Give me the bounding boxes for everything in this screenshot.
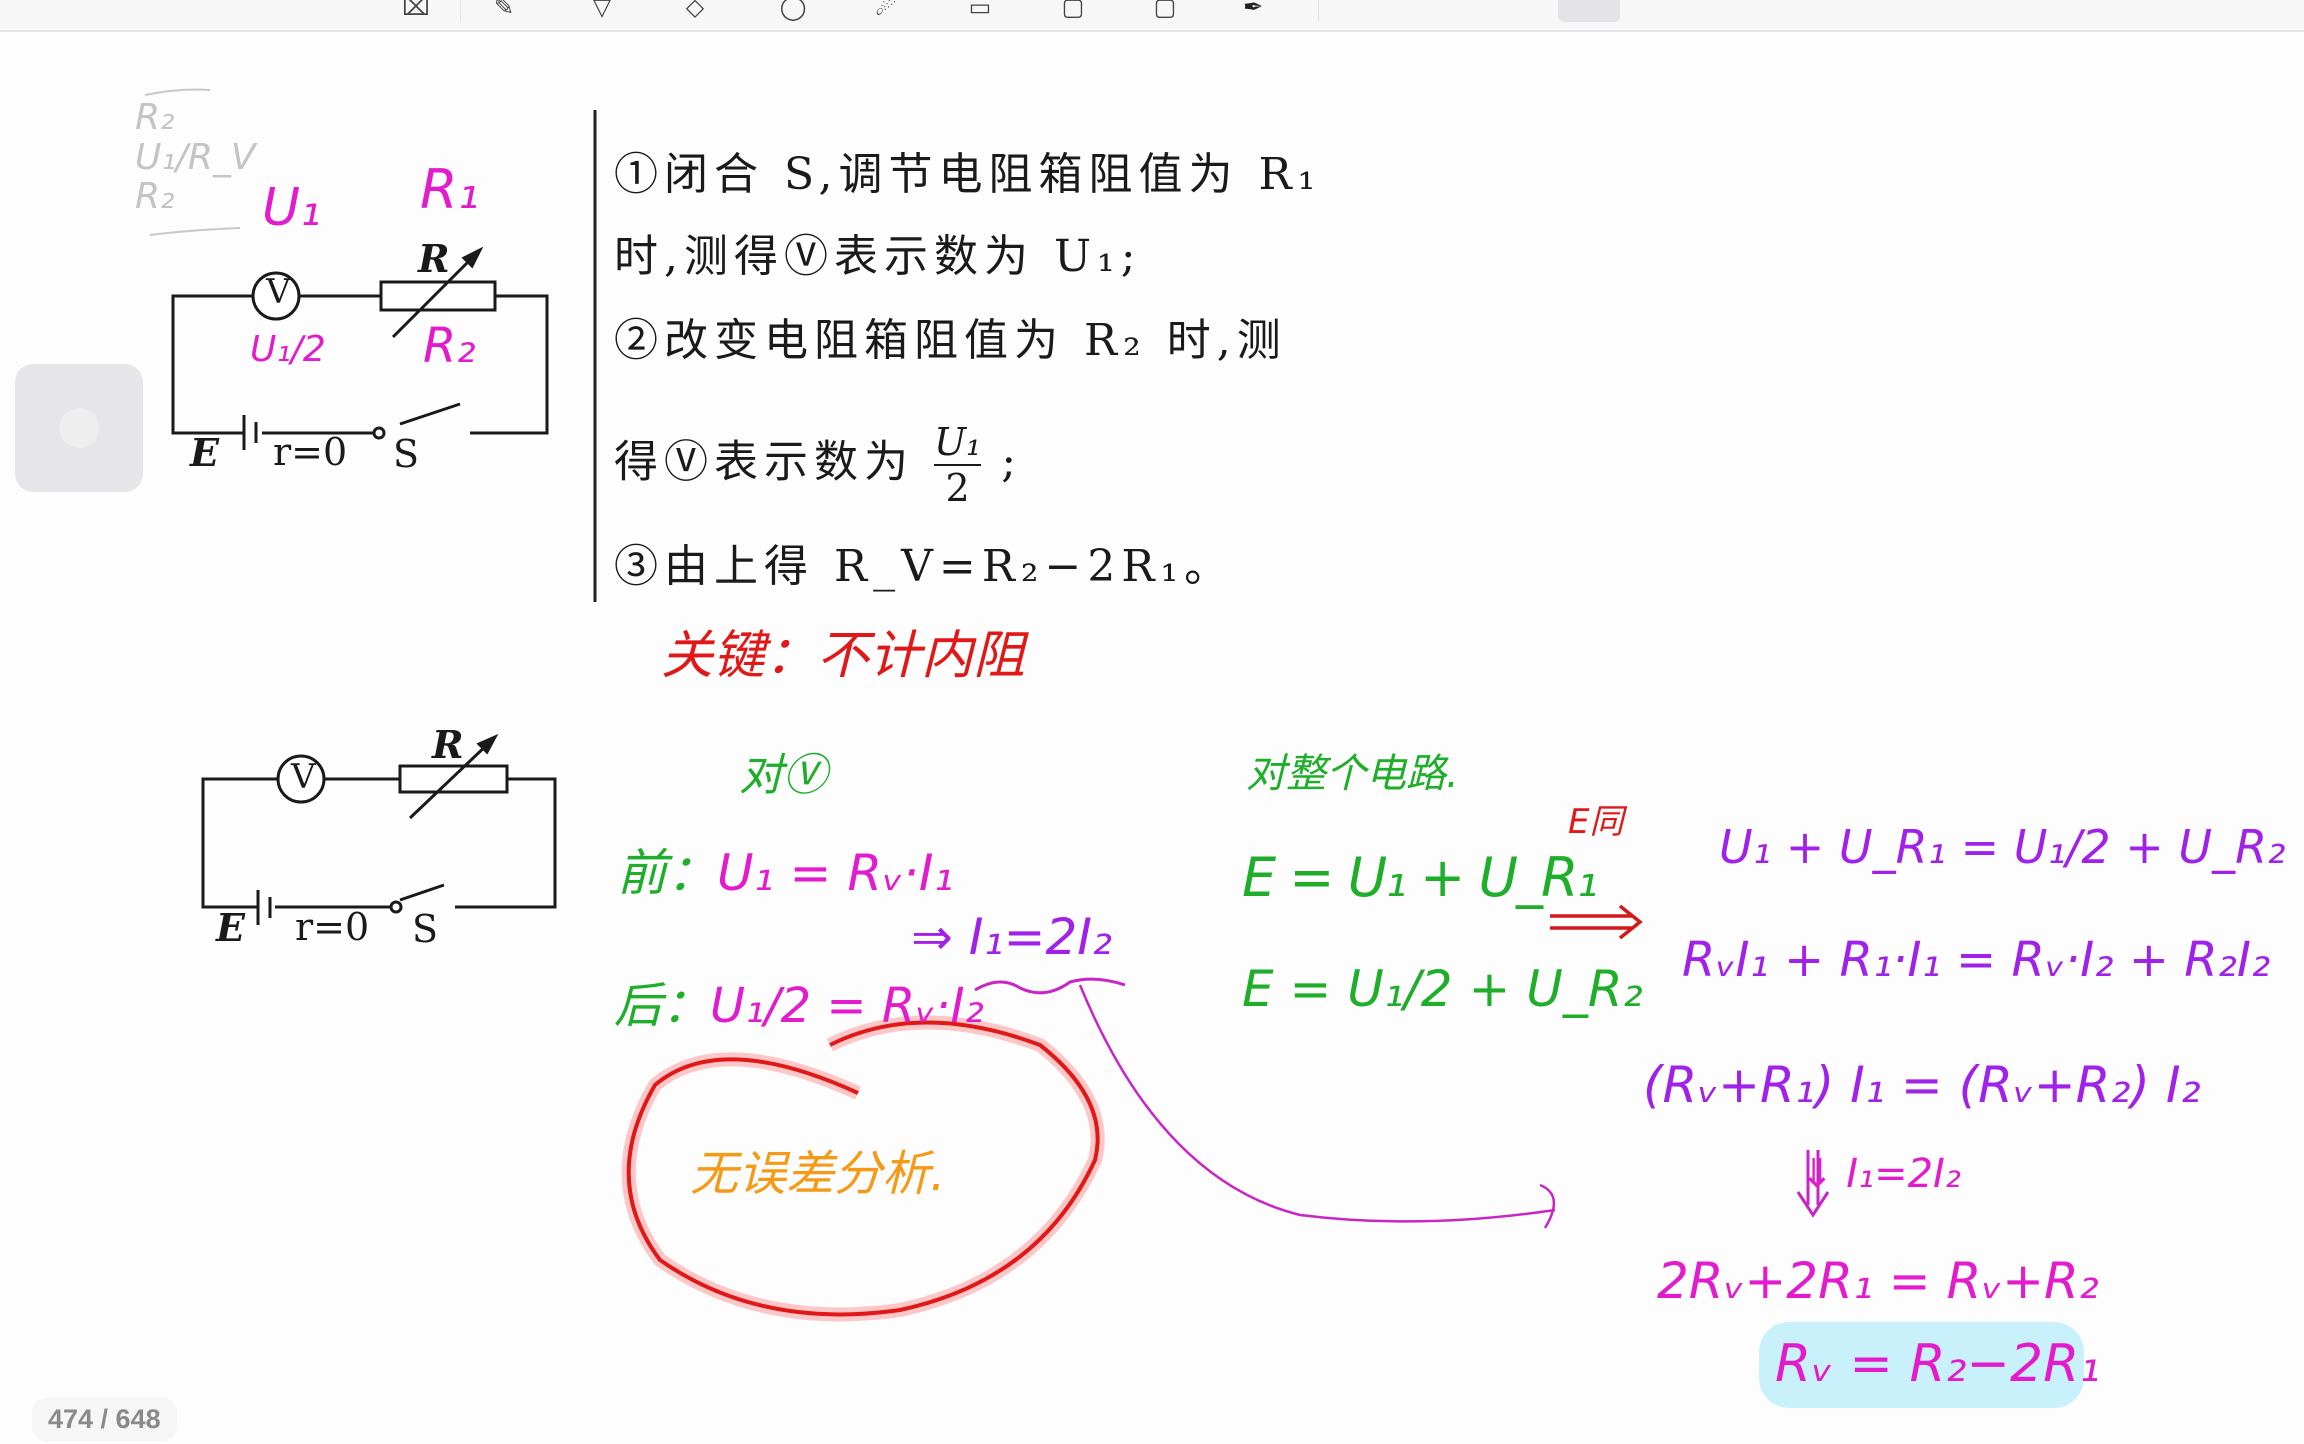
eraser-icon[interactable]: ◇ (685, 0, 705, 21)
derivation-3: (Rᵥ+R₁) I₁ = (Rᵥ+R₂) I₂ (1643, 1056, 2201, 1114)
curved-arrow (1078, 984, 1556, 1229)
circuit-2-diagram (201, 733, 557, 925)
lasso-icon[interactable]: ⌧ (402, 0, 430, 21)
shapes-icon[interactable]: ◯ (779, 0, 807, 21)
semicolon: ; (1001, 436, 1023, 488)
red-loop-annotation (621, 1015, 1105, 1322)
after-eq: U₁/2 = Rᵥ·I₂ (710, 978, 984, 1034)
annotation-r1: R₁ (420, 158, 480, 221)
fraction: U₁ 2 (934, 420, 982, 510)
annotation-r2: R₂ (423, 318, 476, 374)
toolbar-divider (460, 0, 461, 22)
derivation-1: U₁ + U_R₁ = U₁/2 + U_R₂ (1719, 820, 2286, 874)
fraction-numerator: U₁ (934, 420, 982, 466)
add-page-icon[interactable]: ▢ (1153, 0, 1177, 21)
step-2-line-2: 得Ⓥ表示数为 U₁ 2 ; (614, 420, 1022, 510)
for-voltmeter-heading: 对Ⓥ (739, 750, 827, 801)
switch-label-2: S (412, 907, 439, 951)
derivation-2: RᵥI₁ + R₁·I₁ = Rᵥ·I₂ + R₂I₂ (1682, 932, 2271, 988)
fraction-denominator: 2 (945, 466, 970, 510)
implies-arrow (1550, 904, 1643, 940)
derivation-5: 2Rᵥ+2R₁ = Rᵥ+R₂ (1657, 1252, 2099, 1310)
annotation-u1-half: U₁/2 (250, 329, 326, 370)
internal-resistance-label: r=0 (273, 430, 348, 474)
derivation-4: ⇓ I₁=2I₂ (1800, 1151, 1961, 1197)
e-same-label: E同 (1568, 802, 1624, 842)
circle-icon (59, 408, 99, 448)
step-1-line-1: ①闭合 S,调节电阻箱阻值为 R₁ (614, 149, 1322, 200)
switch-label: S (393, 432, 420, 476)
wavy-underline (974, 977, 1126, 995)
laser-icon[interactable]: ☄ (875, 0, 897, 21)
key-note: 关键：不计内阻 (661, 626, 1026, 686)
answer-highlight (1759, 1322, 2084, 1408)
whole-circuit-heading: 对整个电路. (1246, 751, 1459, 797)
before-label: 前： (617, 844, 717, 902)
step-2-text: 得Ⓥ表示数为 (614, 436, 914, 488)
toolbar: ⌧ ✎ ▽ ◇ ◯ ☄ ▭ ▢ ▢ ✒ (0, 0, 2304, 32)
faint-scribble-text: R₂ U₁/R_V R₂ (135, 97, 256, 218)
emf-equation-2: E = U₁/2 + U_R₂ (1242, 960, 1643, 1018)
step-1-line-2: 时,测得Ⓥ表示数为 U₁; (614, 231, 1142, 282)
marker-icon[interactable]: ✒ (1242, 0, 1264, 21)
text-icon[interactable]: ▭ (968, 0, 992, 21)
resistor-label: R (418, 236, 450, 281)
annotation-u1: U₁ (262, 178, 321, 238)
before-eq: U₁ = Rᵥ·I₁ (717, 844, 954, 902)
emf-equation-1: E = U₁ + U_R₁ (1242, 846, 1598, 909)
pen-icon[interactable]: ✎ (493, 0, 515, 21)
faint-scribble (144, 88, 241, 236)
step-3-line: ③由上得 R_V=R₂−2R₁。 (614, 541, 1235, 592)
circuit-1-diagram (171, 246, 549, 450)
after-label: 后： (614, 978, 711, 1034)
voltmeter-label-2: V (291, 757, 316, 797)
highlighter-icon[interactable]: ▽ (592, 0, 612, 21)
step-2-line-1: ②改变电阻箱阻值为 R₂ 时,测 (614, 315, 1287, 366)
emf-label: E (190, 430, 219, 475)
final-result: Rᵥ = R₂−2R₁ (1775, 1334, 2101, 1394)
internal-resistance-label-2: r=0 (295, 905, 370, 949)
page-counter: 474 / 648 (32, 1398, 177, 1441)
no-error-analysis-note: 无误差分析. (690, 1146, 946, 1202)
before-equation: 前：U₁ = Rᵥ·I₁ (617, 846, 954, 901)
image-icon[interactable]: ▢ (1061, 0, 1085, 21)
toolbar-divider (1318, 0, 1319, 22)
resistor-label-2: R (432, 722, 464, 767)
floating-assistive-button[interactable] (15, 364, 143, 492)
voltmeter-label: V (266, 272, 291, 312)
after-equation: 后：U₁/2 = Rᵥ·I₂ (614, 980, 984, 1033)
toolbar-button[interactable] (1558, 0, 1620, 22)
current-relation: ⇒ I₁=2I₂ (911, 908, 1113, 966)
down-double-arrow (1796, 1150, 1830, 1218)
emf-label-2: E (216, 905, 245, 950)
